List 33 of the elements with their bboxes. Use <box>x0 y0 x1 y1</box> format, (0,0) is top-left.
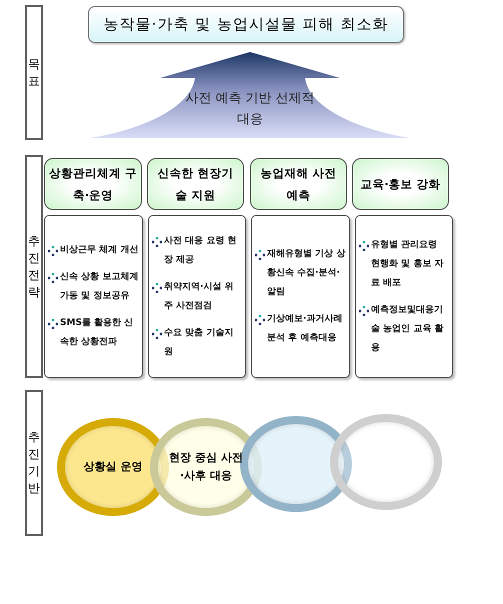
bullet-text: 사전 대응 요령 현장 제공 <box>164 234 238 266</box>
strategy-header-box <box>147 158 244 210</box>
list-panel <box>148 215 246 378</box>
side-label: 추진 기반 <box>28 429 40 497</box>
bullet-text: 유형별 관리요령 현행화 및 홍보 자료 배포 <box>371 238 444 290</box>
bullet-text: SMS를 활용한 신속한 상황전파 <box>60 317 134 349</box>
bullet-text: 재해유형별 기상 상황신속 수집·분석·알림 <box>267 248 346 299</box>
bullet-text: 신속 상황 보고체계 가동 및 정보공유 <box>60 271 139 303</box>
arrow-text: 사전 예측 기반 선제적 대응 <box>185 90 315 129</box>
bullet-text: 예측정보및대응기술 농업인 교육 활용 <box>371 304 444 354</box>
list-panel <box>44 215 143 378</box>
circle-label: 상황실 운영 <box>82 459 144 475</box>
circle-label: 현장 중심 사전·사후 대응 <box>168 450 244 484</box>
header-text: 농업재해 사전예측 <box>259 165 338 204</box>
side-label-box <box>25 5 43 140</box>
bullet-text: 비상근무 체계 개선 <box>60 244 138 257</box>
side-label-box <box>25 390 43 536</box>
list-panel <box>251 215 350 378</box>
strategy-header-box <box>352 158 449 210</box>
bullet-text: 수요 맞춤 기술지원 <box>164 326 234 358</box>
bullet-text: 기상예보·과거사례 분석 후 예측대응 <box>267 313 344 345</box>
strategy-header-box <box>44 158 142 210</box>
header-text: 상황관리체계 구축·운영 <box>49 165 137 204</box>
list-panel <box>355 215 453 378</box>
side-label: 추진 전략 <box>28 232 40 300</box>
side-label: 목표 <box>28 56 40 90</box>
bullet-text: 취약지역·시설 위주 사전점검 <box>164 280 235 312</box>
goal-box <box>88 6 404 43</box>
side-label-box <box>25 155 43 378</box>
header-text: 교육·홍보 강화 <box>360 176 441 193</box>
strategy-header-box <box>250 158 347 210</box>
goal-text: 농작물·가축 및 농업시설물 피해 최소화 <box>104 15 388 34</box>
header-text: 신속한 현장기술 지원 <box>156 165 234 204</box>
